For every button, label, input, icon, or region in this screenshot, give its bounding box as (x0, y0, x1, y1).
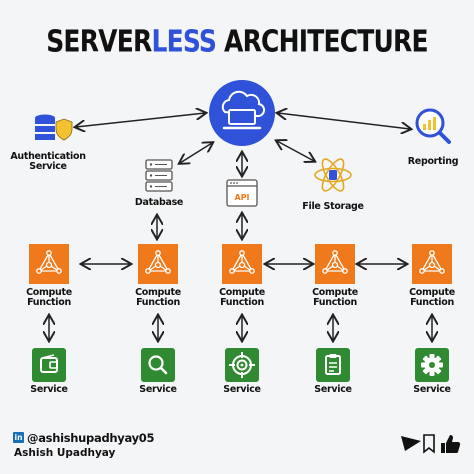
title-accent: LESS (151, 24, 217, 59)
service-box (225, 348, 259, 382)
author-name: Ashish Upadhyay (14, 447, 116, 459)
auth-label-line2: Service (29, 161, 67, 172)
api-window-icon: API (226, 179, 258, 207)
compute-label-line2: Function (27, 297, 71, 308)
compute-label-line1: Compute (312, 287, 358, 298)
service-box (32, 348, 66, 382)
magnifier-chart-icon (415, 108, 451, 144)
arrow-cloud-reporting (278, 113, 410, 129)
compute-label-line2: Function (313, 297, 357, 308)
reporting-label: Reporting (407, 156, 459, 167)
service-label: Service (413, 384, 451, 395)
thumbs-up-icon (441, 435, 461, 453)
compute-label-line2: Function (136, 297, 180, 308)
wallet-icon (40, 354, 58, 373)
diagram-title: SERVERLESS ARCHITECTURE (0, 24, 474, 59)
compute-label-line1: Compute (409, 287, 455, 298)
compute-function-label: Compute Function (397, 288, 467, 308)
file-storage-label: File Storage (302, 201, 364, 212)
footer-icons (401, 434, 461, 454)
title-suffix: ARCHITECTURE (216, 24, 429, 59)
api-label: API (234, 193, 249, 202)
service-label: Service (30, 384, 68, 395)
cloud-computer-icon (209, 80, 275, 146)
auth-service-label: Authentication Service (4, 152, 92, 172)
compute-function-label: Compute Function (14, 288, 84, 308)
author-handle[interactable]: @ashishupadhyay05 (27, 431, 155, 445)
search-icon (148, 355, 168, 375)
clipboard-icon (325, 354, 341, 375)
database-label: Database (134, 197, 184, 208)
server-stack-icon (145, 159, 173, 192)
arrow-cloud-filestorage (277, 141, 314, 161)
service-box (316, 348, 350, 382)
gear-icon (421, 354, 443, 376)
compute-function-label: Compute Function (207, 288, 277, 308)
compute-label-line1: Compute (219, 287, 265, 298)
compute-function-label: Compute Function (123, 288, 193, 308)
connector-lines (49, 113, 432, 340)
compute-label-line1: Compute (26, 287, 72, 298)
service-box (141, 348, 175, 382)
compute-function-label: Compute Function (300, 288, 370, 308)
auth-label-line1: Authentication (10, 151, 86, 162)
title-prefix: SERVER (46, 24, 152, 59)
arrow-auth-cloud (76, 113, 205, 127)
database-shield-icon (35, 114, 73, 141)
target-icon (229, 352, 255, 378)
service-label: Service (223, 384, 261, 395)
service-label: Service (139, 384, 177, 395)
arrow-cloud-database (180, 143, 212, 163)
send-icon (401, 436, 421, 451)
linkedin-icon: in (13, 432, 24, 443)
compute-glyphs (36, 250, 445, 274)
bookmark-icon (423, 434, 435, 454)
atom-storage-icon (314, 158, 352, 192)
service-label: Service (314, 384, 352, 395)
compute-label-line1: Compute (135, 287, 181, 298)
service-box (415, 348, 449, 382)
compute-label-line2: Function (220, 297, 264, 308)
compute-label-line2: Function (410, 297, 454, 308)
